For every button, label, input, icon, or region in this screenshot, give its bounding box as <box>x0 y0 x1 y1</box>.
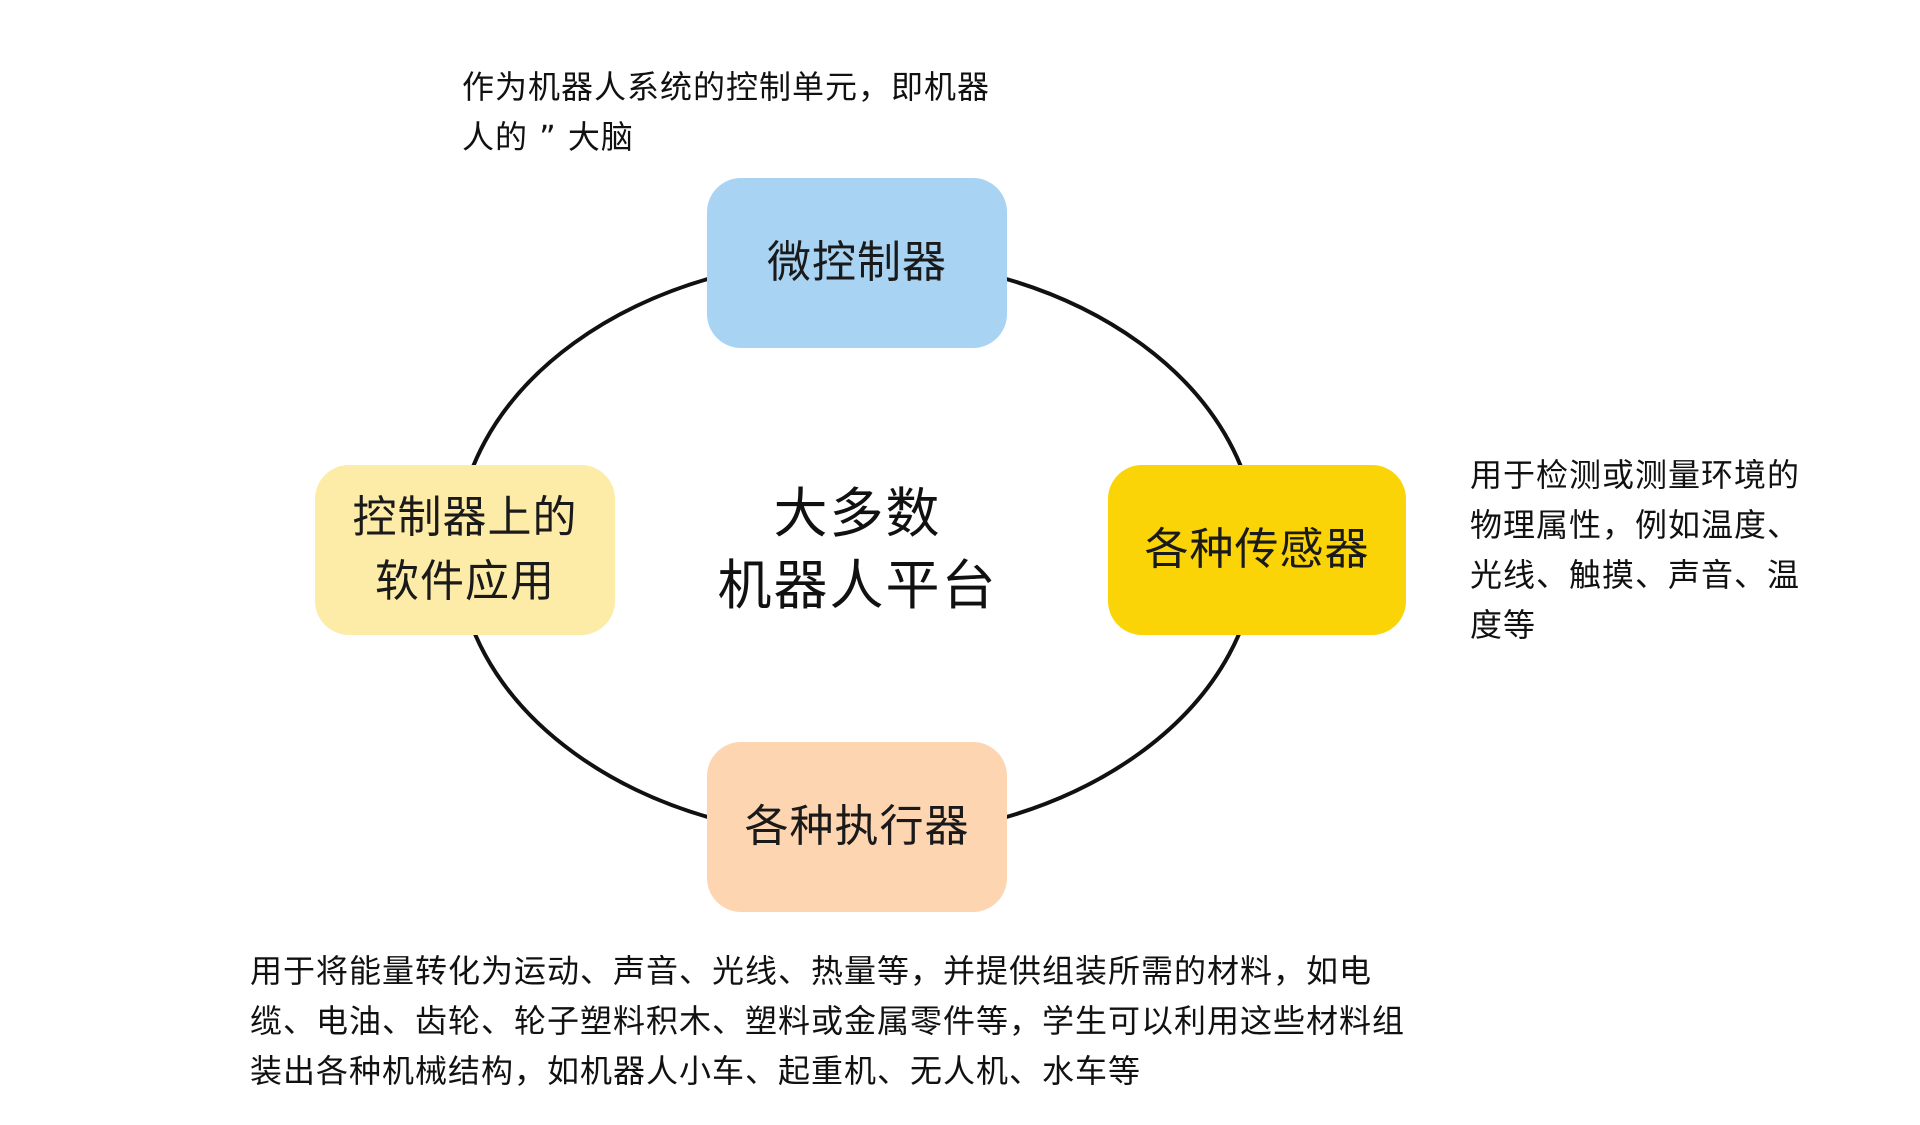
sensors-description: 用于检测或测量环境的 物理属性，例如温度、 光线、触摸、声音、温 度等 <box>1470 456 1801 644</box>
actuators-description: 用于将能量转化为运动、声音、光线、热量等，并提供组装所需的材料，如电 缆、电油、… <box>250 952 1406 1090</box>
microcontroller-description: 作为机器人系统的控制单元，即机器 人的 ” 大脑 <box>462 68 991 156</box>
center-label: 大多数 机器人平台 <box>717 482 998 617</box>
actuators-node: 各种执行器 <box>707 742 1007 912</box>
microcontroller-node: 微控制器 <box>707 178 1007 348</box>
sensors-node: 各种传感器 <box>1108 465 1406 635</box>
software-node: 控制器上的 软件应用 <box>315 465 615 635</box>
